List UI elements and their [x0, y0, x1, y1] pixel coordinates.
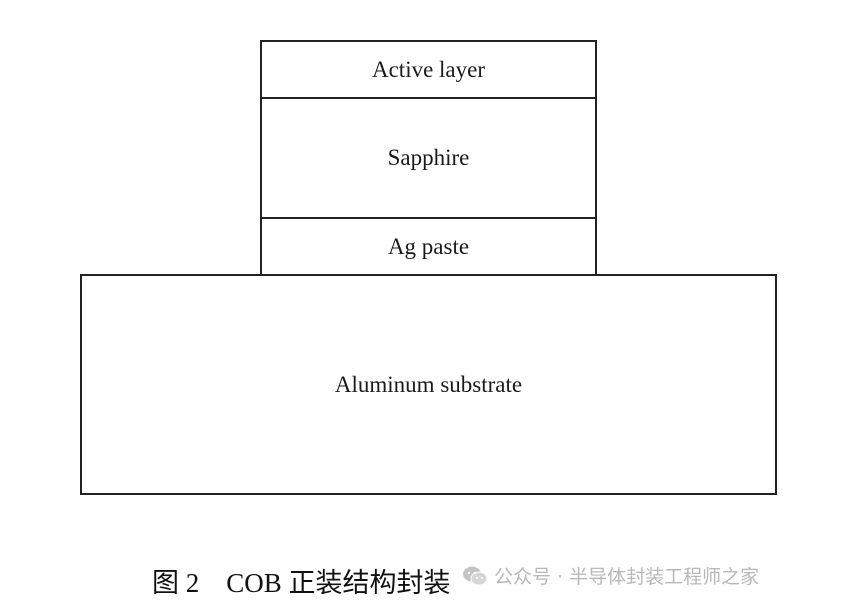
watermark-text: 公众号 · 半导体封装工程师之家 — [494, 566, 760, 588]
active-layer-label: Active layer — [371, 56, 486, 82]
figure-caption: 图 2 COB 正装结构封装 — [152, 568, 451, 598]
aluminum-substrate-layer: Aluminum substrate — [80, 274, 777, 495]
active-layer: Active layer — [260, 40, 597, 99]
ag-paste-layer: Ag paste — [260, 217, 597, 276]
watermark: 公众号 · 半导体封装工程师之家 — [462, 562, 759, 589]
sapphire-layer: Sapphire — [260, 97, 597, 219]
wechat-icon — [463, 566, 488, 585]
sapphire-label: Sapphire — [387, 145, 470, 170]
aluminum-substrate-label: Aluminum substrate — [334, 371, 523, 397]
ag-paste-label: Ag paste — [387, 233, 470, 259]
